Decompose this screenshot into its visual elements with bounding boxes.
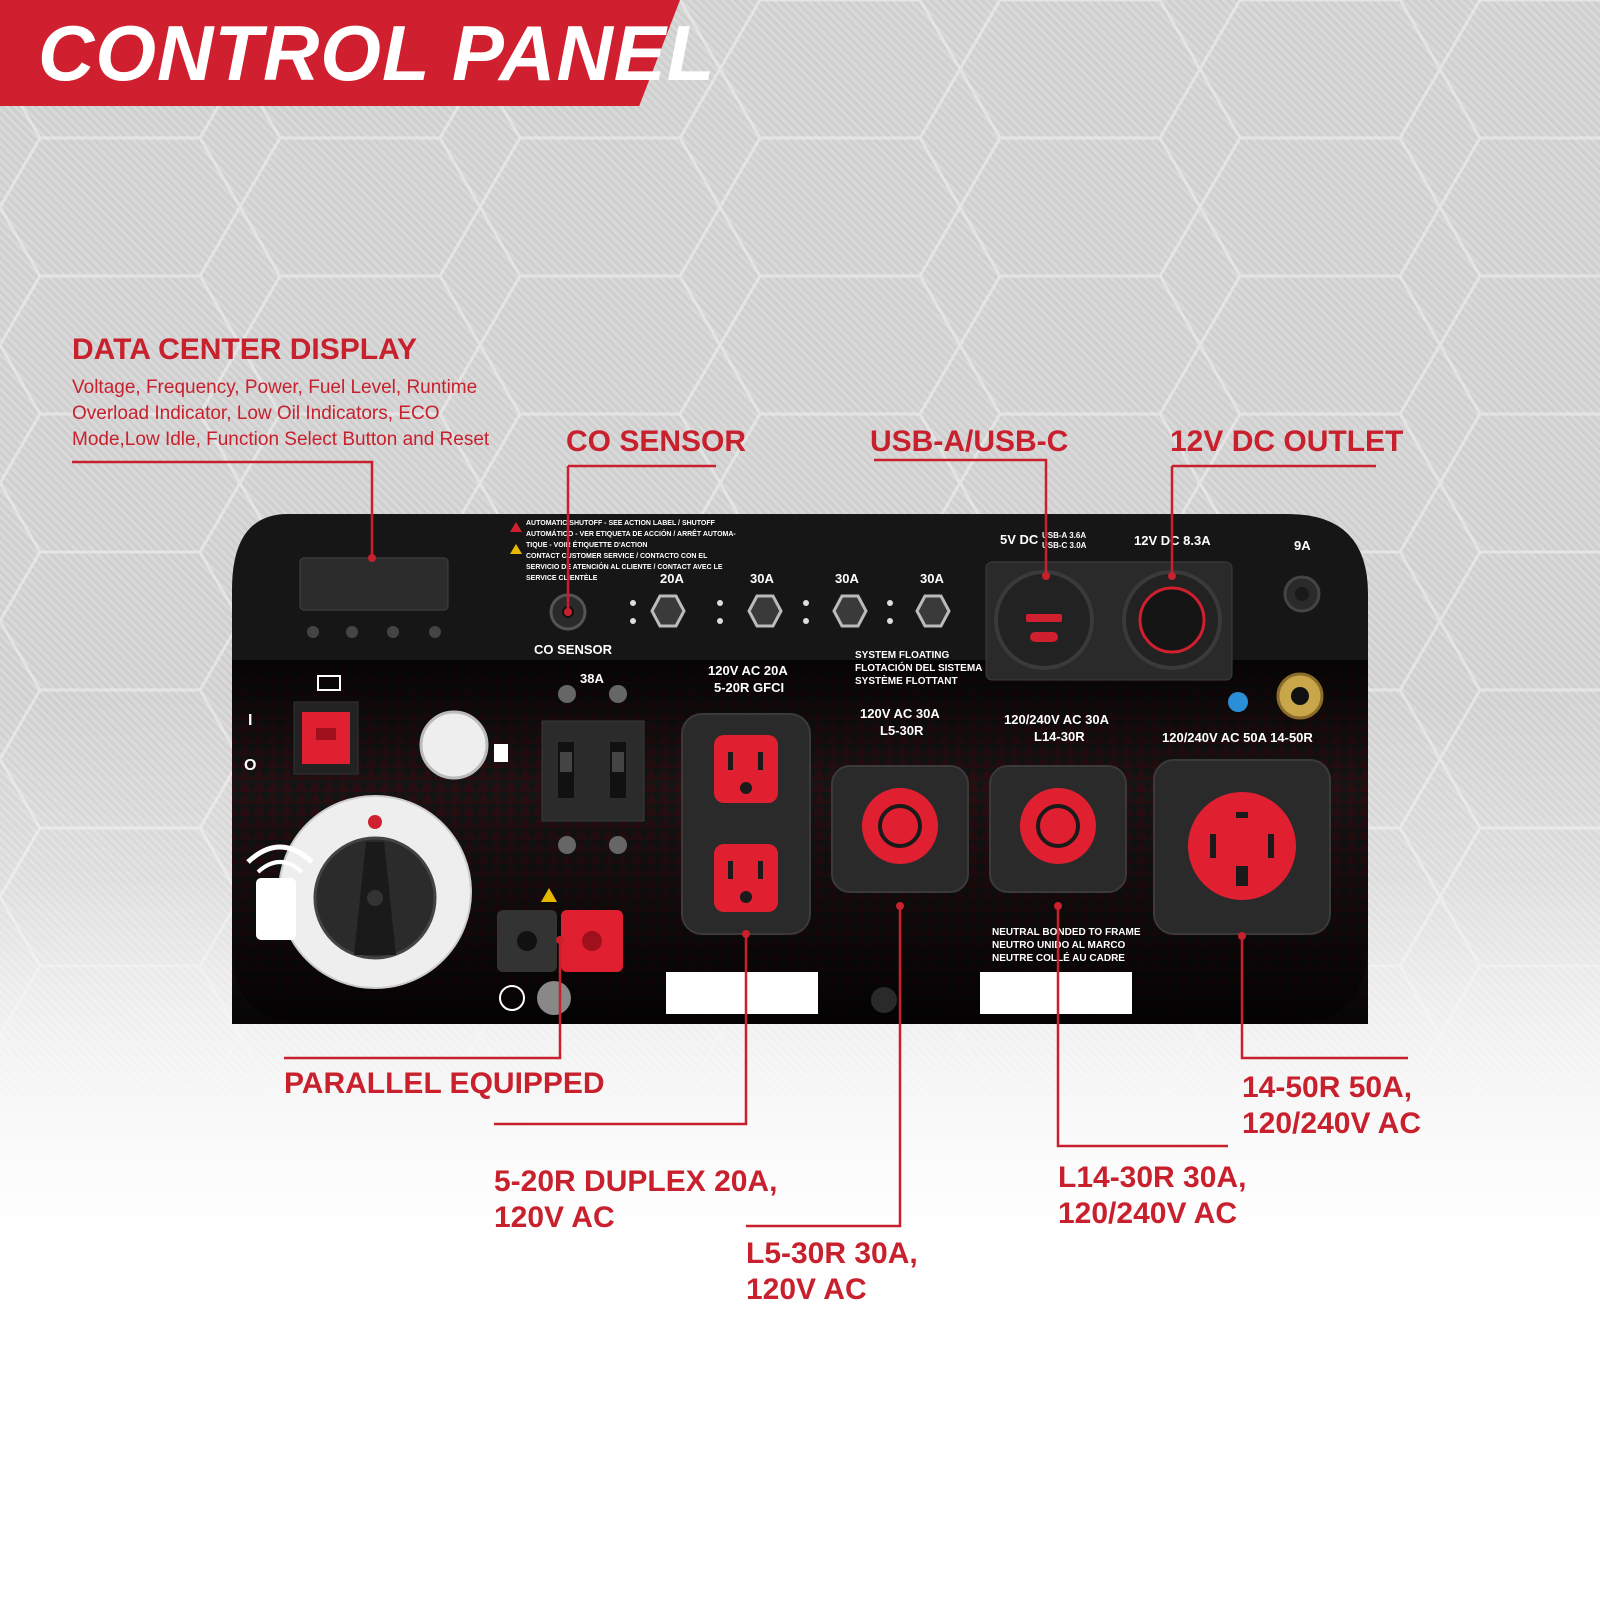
usb-label: 5V DC (1000, 532, 1039, 547)
description-line: Mode,Low Idle, Function Select Button an… (72, 429, 490, 450)
main-breaker-rating: 38A (580, 671, 604, 686)
floating-label: SYSTEM FLOATING (855, 650, 949, 661)
callout-l14: L14-30R 30A, 120/240V AC (1058, 1160, 1246, 1232)
callout-usb: USB-A/USB-C (870, 425, 1069, 458)
warning-line: TIQUE - VOIR ÉTIQUETTE D'ACTION (526, 540, 647, 549)
propane-icon (1228, 692, 1248, 712)
neutral-label: NEUTRAL BONDED TO FRAME (992, 927, 1141, 938)
data-center-description: Voltage, Frequency, Power, Fuel Level, R… (72, 375, 502, 453)
callout-co-sensor: CO SENSOR (566, 425, 747, 458)
warning-icon (510, 544, 522, 554)
callout-l5: L5-30R 30A, 120V AC (746, 1236, 918, 1308)
breaker-button (747, 594, 783, 628)
ground-terminal (537, 981, 571, 1015)
leader-lines (72, 458, 1408, 1228)
description-line: Overload Indicator, Low Oil Indicators, … (72, 403, 440, 424)
breaker-button (832, 594, 868, 628)
callout-data-center-display: DATA CENTER DISPLAY (72, 333, 418, 366)
breaker-button (915, 594, 951, 628)
usb-a-rating: USB-A 3.6A (1042, 531, 1086, 540)
warning-line: SERVICIO DE ATENCIÓN AL CLIENTE / CONTAC… (526, 562, 723, 571)
floating-label: FLOTACIÓN DEL SISTEMA (855, 661, 982, 674)
warning-line: AUTOMÁTICO - VER ETIQUETA DE ACCIÓN / AR… (526, 529, 736, 538)
callout-line: 5-20R DUPLEX 20A, (494, 1165, 778, 1198)
battery-icon (317, 675, 341, 691)
caution-icon (541, 888, 557, 902)
page-title: CONTROL PANEL (38, 9, 716, 97)
co-sensor-label: CO SENSOR (534, 642, 613, 657)
callout-line: L14-30R 30A, (1058, 1161, 1247, 1194)
l5-label: L5-30R (880, 723, 924, 738)
remote-start-button (419, 710, 489, 780)
l5-receptacle (862, 788, 938, 864)
dc-breaker-rating: 9A (1294, 538, 1311, 553)
callout-line: 14-50R 50A, (1242, 1071, 1413, 1104)
usb-c-port (1030, 632, 1058, 642)
duplex-label: 120V AC 20A (708, 663, 788, 678)
callout-dc-outlet: 12V DC OUTLET (1170, 425, 1404, 458)
usb-c-rating: USB-C 3.0A (1042, 541, 1087, 550)
l14-label: L14-30R (1034, 729, 1085, 744)
breaker-rating: 30A (920, 571, 944, 586)
title-banner (0, 0, 680, 106)
breakers: 20A 30A 30A 30A (630, 571, 951, 628)
ground-icon (499, 985, 525, 1011)
floating-label: SYSTÈME FLOTTANT (855, 674, 958, 687)
data-center-display (299, 557, 449, 611)
callout-line: 120V AC (494, 1201, 615, 1234)
duplex-label-plate (666, 972, 818, 1014)
warning-icon (510, 522, 522, 532)
warning-label: AUTOMATIC SHUTOFF - SEE ACTION LABEL / S… (510, 520, 736, 582)
callout-r1450: 14-50R 50A, 120/240V AC (1242, 1070, 1421, 1142)
breaker-rating: 30A (835, 571, 859, 586)
breaker-button (650, 594, 686, 628)
display-buttons (307, 626, 441, 638)
main-breaker (541, 720, 645, 822)
warning-line: AUTOMATIC SHUTOFF - SEE ACTION LABEL / S… (526, 520, 716, 527)
wireless-icon (246, 844, 314, 864)
callout-line: 120/240V AC (1058, 1197, 1238, 1230)
l5-label: 120V AC 30A (860, 706, 940, 721)
remote-key-icon (494, 744, 508, 762)
description-line: Voltage, Frequency, Power, Fuel Level, R… (72, 377, 478, 398)
remote-fob-icon (256, 878, 296, 940)
l14-receptacle (1020, 788, 1096, 864)
r1450-label: 120/240V AC 50A 14-50R (1162, 730, 1313, 745)
breaker-rating: 30A (750, 571, 774, 586)
usb-a-port (1026, 614, 1062, 622)
l14-label-plate (980, 972, 1132, 1014)
duplex-label: 5-20R GFCI (714, 680, 784, 695)
callout-line: L5-30R 30A, (746, 1237, 918, 1270)
l14-label: 120/240V AC 30A (1004, 712, 1110, 727)
r1450-receptacle (1188, 792, 1296, 900)
callout-parallel: PARALLEL EQUIPPED (284, 1067, 605, 1100)
charge-port (871, 987, 897, 1013)
warning-line: SERVICE CLIENTÈLE (526, 573, 598, 582)
callout-line: 120/240V AC (1242, 1107, 1422, 1140)
warning-line: CONTACT CUSTOMER SERVICE / CONTACTO CON … (526, 553, 708, 560)
callout-duplex: 5-20R DUPLEX 20A, 120V AC (494, 1164, 777, 1236)
breaker-rating: 20A (660, 571, 684, 586)
switch-off-label: O (244, 757, 256, 774)
switch-on-label: I (248, 712, 252, 729)
callout-line: 120V AC (746, 1273, 867, 1306)
